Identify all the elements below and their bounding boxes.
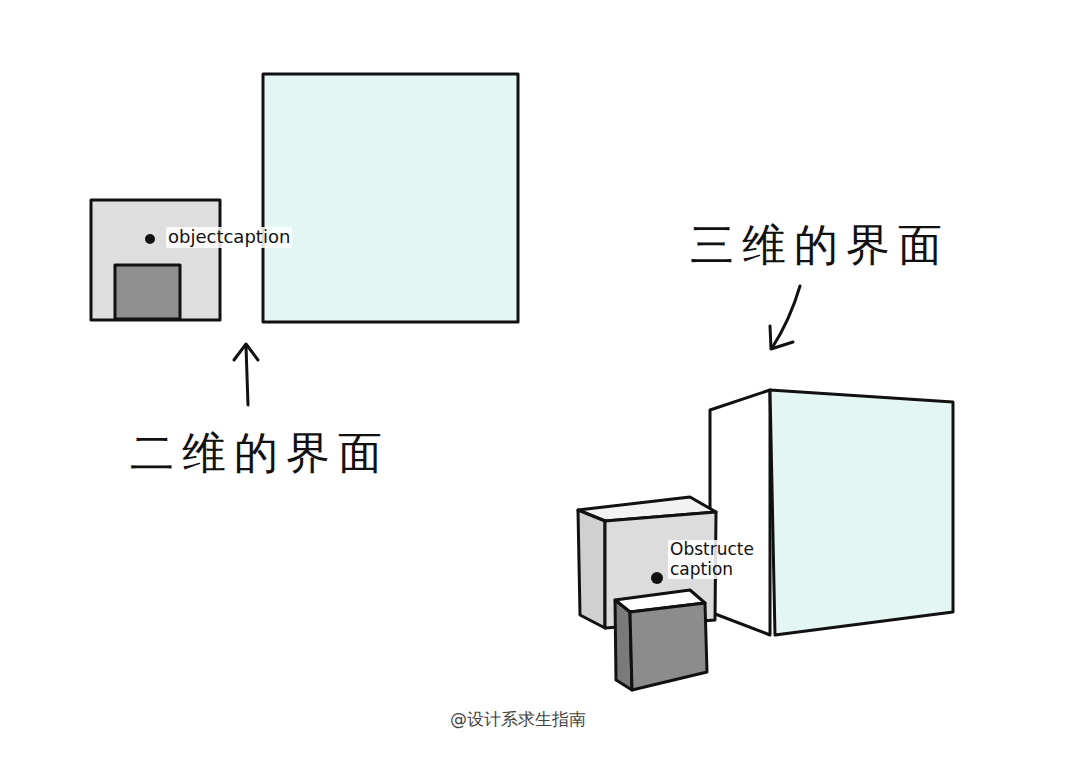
object-box-2d [91,200,220,320]
inner-cube-front [630,603,707,690]
inner-box-2d [115,265,180,319]
panel-3d-front [770,390,953,635]
panel-3d-side [710,390,770,635]
pointer-arrow-head [770,326,793,349]
callout-label: 三维的界面 [690,220,950,271]
object-cube-side [578,510,605,628]
pointer-arrow [772,286,800,348]
object-caption: objectcaption [166,227,292,248]
pointer-arrow-head [234,344,258,360]
callout-label: 二维的界面 [130,428,390,479]
object-caption: Obstructe caption [668,540,764,579]
pointer-arrow [246,346,248,405]
object-dot [651,572,663,584]
watermark: @设计系求生指南 [450,710,586,730]
panel-2d [263,74,518,322]
object-dot [145,234,155,244]
